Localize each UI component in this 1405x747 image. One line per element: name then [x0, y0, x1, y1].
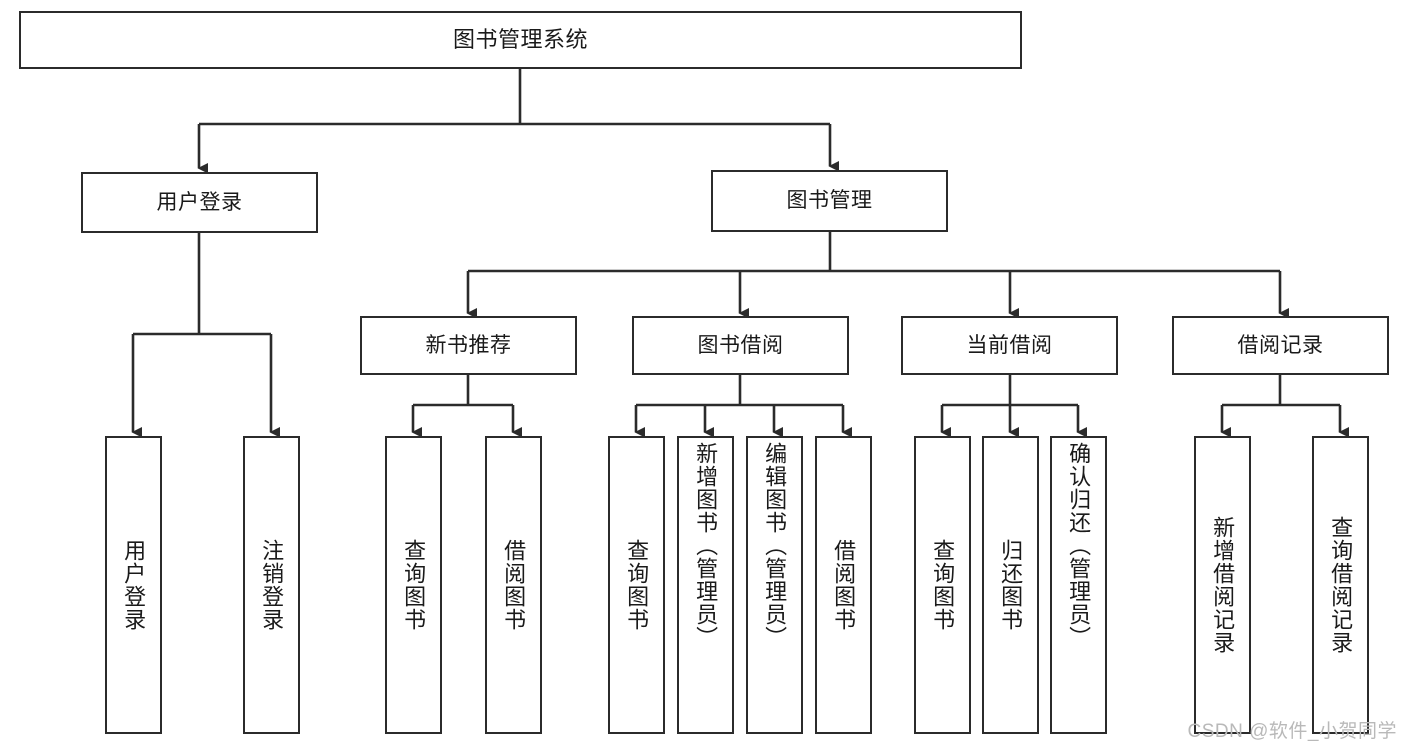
node-label: 新书推荐 [425, 333, 512, 357]
leaf-user-login[interactable]: 用户登录 [105, 436, 162, 734]
node-borrow-record[interactable]: 借阅记录 [1172, 316, 1389, 375]
leaf-add-borrow-record[interactable]: 新增借阅记录 [1194, 436, 1251, 734]
leaf-return-book[interactable]: 归还图书 [982, 436, 1039, 734]
node-label: 新增图书（管理员） [693, 442, 719, 649]
node-label: 借阅记录 [1237, 333, 1324, 357]
node-label: 用户登录 [121, 539, 147, 631]
leaf-borrow-book-recommend[interactable]: 借阅图书 [485, 436, 542, 734]
node-new-book-recommend[interactable]: 新书推荐 [360, 316, 577, 375]
node-book-borrow[interactable]: 图书借阅 [632, 316, 849, 375]
leaf-confirm-return-admin[interactable]: 确认归还（管理员） [1050, 436, 1107, 734]
node-label: 查询图书 [930, 539, 956, 631]
node-user-login[interactable]: 用户登录 [81, 172, 318, 233]
node-label: 归还图书 [998, 539, 1024, 631]
node-label: 查询图书 [624, 539, 650, 631]
node-label: 借阅图书 [501, 539, 527, 631]
node-label: 查询借阅记录 [1328, 516, 1354, 654]
node-root-system[interactable]: 图书管理系统 [19, 11, 1022, 69]
node-label: 用户登录 [156, 190, 243, 214]
node-label: 确认归还（管理员） [1066, 442, 1092, 649]
node-label: 图书管理 [786, 189, 873, 213]
leaf-edit-book-admin[interactable]: 编辑图书（管理员） [746, 436, 803, 734]
leaf-query-book-current[interactable]: 查询图书 [914, 436, 971, 734]
leaf-query-borrow-record[interactable]: 查询借阅记录 [1312, 436, 1369, 734]
leaf-borrow-book[interactable]: 借阅图书 [815, 436, 872, 734]
leaf-logout[interactable]: 注销登录 [243, 436, 300, 734]
leaf-add-book-admin[interactable]: 新增图书（管理员） [677, 436, 734, 734]
leaf-query-book-recommend[interactable]: 查询图书 [385, 436, 442, 734]
leaf-query-book-borrow[interactable]: 查询图书 [608, 436, 665, 734]
node-label: 图书借阅 [697, 333, 784, 357]
watermark-text: CSDN @软件_小贺同学 [1187, 721, 1397, 742]
node-label: 编辑图书（管理员） [762, 442, 788, 649]
node-label: 借阅图书 [831, 539, 857, 631]
node-book-management[interactable]: 图书管理 [711, 170, 948, 232]
node-label: 新增借阅记录 [1210, 516, 1236, 654]
node-label: 查询图书 [401, 539, 427, 631]
node-label: 图书管理系统 [452, 26, 588, 52]
node-label: 当前借阅 [966, 333, 1053, 357]
node-current-borrow[interactable]: 当前借阅 [901, 316, 1118, 375]
node-label: 注销登录 [259, 539, 285, 631]
